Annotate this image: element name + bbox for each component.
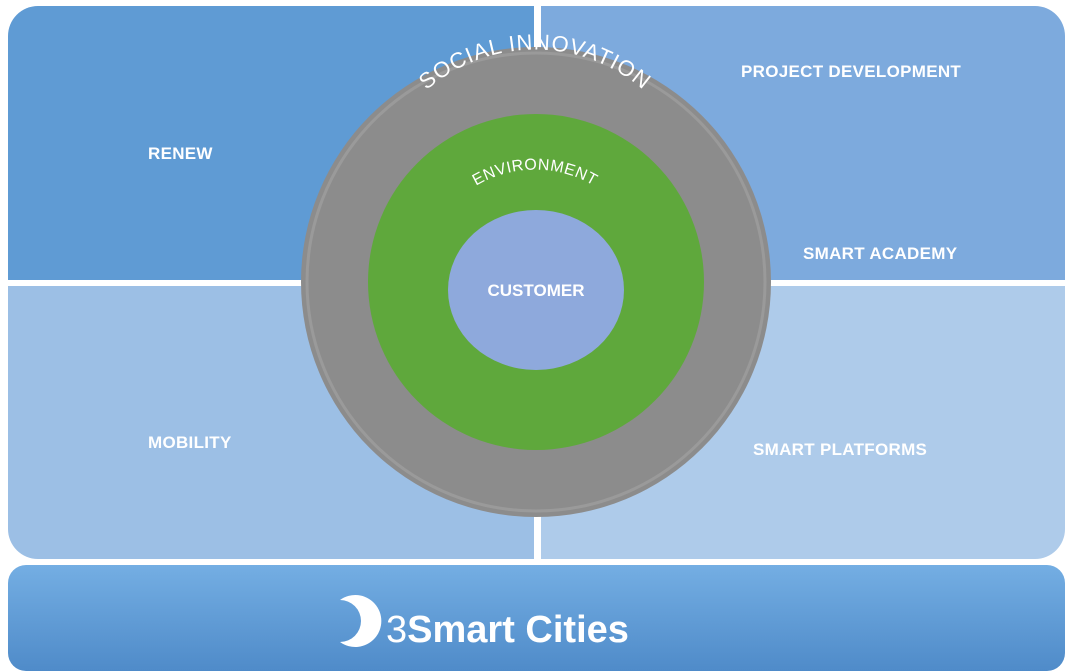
- label-smart-platforms: SMART PLATFORMS: [753, 440, 928, 459]
- label-mobility: MOBILITY: [148, 433, 232, 452]
- footer-banner: 3Smart Cities: [8, 565, 1065, 671]
- ring-label-customer: CUSTOMER: [488, 281, 585, 300]
- outer-ring-highlight: [305, 51, 767, 513]
- label-project-development: PROJECT DEVELOPMENT: [741, 62, 962, 81]
- brand-number: 3: [386, 609, 408, 651]
- inner-circle: [448, 210, 624, 370]
- label-smart-academy: SMART ACADEMY: [803, 244, 958, 263]
- brand-name: 3Smart Cities: [386, 609, 629, 652]
- crescent-logo-icon: [340, 595, 382, 647]
- brand-text: Smart Cities: [407, 609, 629, 651]
- label-renew: RENEW: [148, 144, 213, 163]
